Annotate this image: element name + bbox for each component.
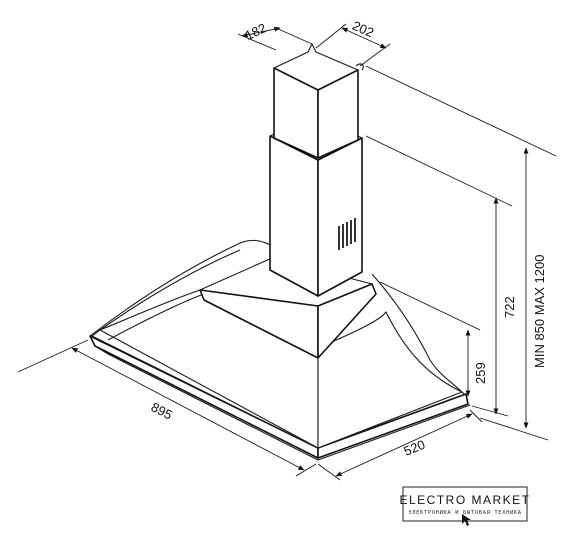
- chimney-depth-label: 202: [350, 18, 376, 41]
- logo-tagline-text: ЭЛЕКТРОНИКА И БЫТОВАЯ ТЕХНИКА: [408, 510, 522, 516]
- logo-brand-text: ELECTRO MARKET: [399, 493, 530, 507]
- dimension-lines: [17, 23, 557, 481]
- hood-trim-block: [199, 257, 377, 359]
- body-height-label: 722: [502, 296, 517, 318]
- hood-depth-label: 520: [402, 437, 428, 459]
- canopy-height-label: 259: [473, 362, 488, 384]
- overall-height-label: MIN 850 MAX 1200: [532, 255, 547, 368]
- chimney-width-label: 182: [243, 20, 269, 43]
- vent-grille-icon: [338, 218, 356, 250]
- hood-width-label: 895: [149, 399, 175, 422]
- chimney-upper: [273, 43, 364, 159]
- cursor-icon: [462, 514, 471, 526]
- chimney-lower: [269, 115, 363, 297]
- electro-market-logo: ELECTRO MARKET ЭЛЕКТРОНИКА И БЫТОВАЯ ТЕХ…: [399, 486, 530, 526]
